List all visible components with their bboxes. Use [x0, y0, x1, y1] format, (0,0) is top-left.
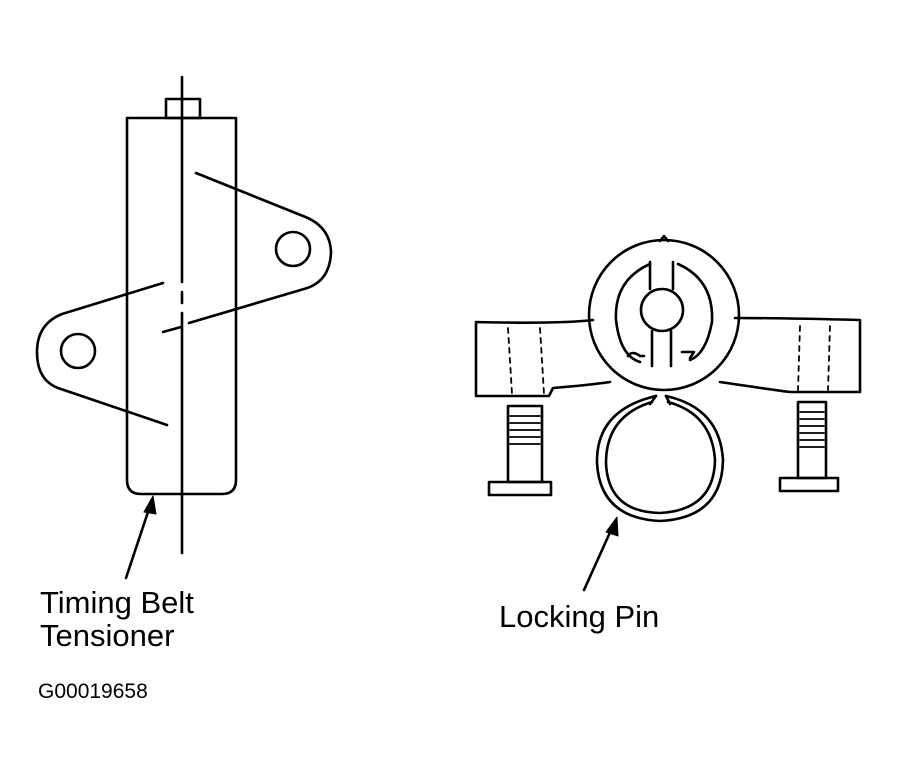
bolt-right: [780, 402, 838, 491]
arm-dashed-lines: [508, 326, 830, 394]
locking-pin-leader-line: [584, 528, 612, 590]
assembly-arm-left: [476, 320, 610, 396]
tensioner-label-line2: Tensioner: [40, 618, 175, 653]
locking-pin-hook: [650, 396, 670, 404]
locking-pin-arrowhead: [606, 517, 618, 536]
locking-pin-ring-inner: [606, 402, 715, 513]
tensioner-arrowhead: [144, 496, 156, 514]
timing-belt-tensioner: [37, 77, 331, 578]
tensioner-pulley-ring: [589, 240, 739, 390]
bolt-left: [489, 406, 551, 495]
pulley-inner-ring: [616, 264, 712, 362]
pulley-center-hole: [641, 289, 683, 331]
tensioner-leader-line: [126, 506, 150, 578]
bracket-hole-left: [61, 334, 95, 368]
figure-code: G00019658: [38, 680, 148, 703]
tensioner-bracket: [37, 173, 331, 425]
pulley-lock-mark-left: [628, 353, 644, 356]
locking-pin-assembly: [476, 236, 860, 590]
tensioner-label: Timing Belt Tensioner: [40, 586, 194, 652]
bracket-hole-right: [276, 232, 310, 266]
locking-pin-ring: [597, 396, 723, 521]
pulley-lock-mark-right: [682, 352, 694, 358]
tensioner-body: [127, 118, 236, 494]
locking-pin-label: Locking Pin: [499, 599, 660, 634]
tensioner-label-line1: Timing Belt: [40, 585, 194, 620]
assembly-arm-right: [720, 318, 860, 392]
pulley-top-tab: [660, 236, 668, 241]
